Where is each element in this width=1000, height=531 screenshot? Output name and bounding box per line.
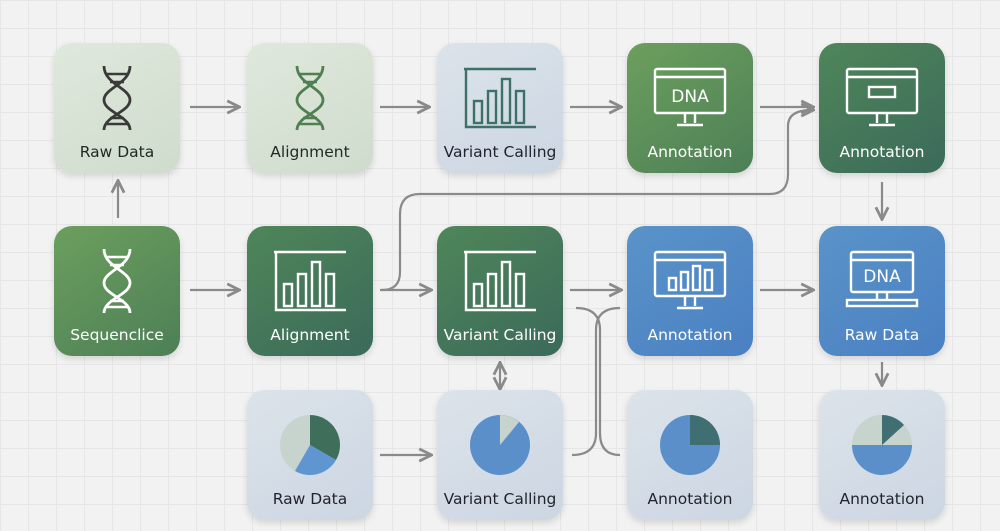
node-annotation[interactable]: Annotation	[819, 43, 945, 173]
node-annotation[interactable]: Annotation	[819, 390, 945, 520]
node-annotation[interactable]: Annotation	[627, 390, 753, 520]
node-label: Alignment	[270, 143, 350, 161]
node-variant-calling[interactable]: Variant Calling	[437, 43, 563, 173]
monitor-chart-icon	[640, 242, 740, 320]
pie-chart-icon	[260, 406, 360, 484]
monitor-icon: DNA	[640, 59, 740, 137]
screen-text: DNA	[671, 87, 709, 107]
arrow-n7-n5	[381, 110, 812, 292]
dna-icon	[67, 242, 167, 320]
screen-text: DNA	[863, 267, 901, 287]
node-label: Variant Calling	[443, 490, 557, 508]
monitor-icon: DNA	[832, 242, 932, 320]
dna-icon	[67, 59, 167, 137]
node-label: Alignment	[270, 326, 350, 344]
node-label: Annotation	[647, 143, 733, 161]
node-sequencing[interactable]: Sequenclice	[54, 226, 180, 356]
node-label: Raw Data	[844, 326, 920, 344]
pie-chart-icon	[832, 406, 932, 484]
connector-n13-n8	[575, 306, 621, 457]
node-alignment[interactable]: Alignment	[247, 226, 373, 356]
node-label: Raw Data	[79, 143, 155, 161]
bar-chart-icon	[260, 242, 360, 320]
node-label: Annotation	[647, 326, 733, 344]
node-annotation[interactable]: Annotation	[627, 226, 753, 356]
node-label: Variant Calling	[443, 143, 557, 161]
node-variant-calling[interactable]: Variant Calling	[437, 390, 563, 520]
node-label: Sequenclice	[70, 326, 164, 344]
node-raw-data[interactable]: Raw Data	[247, 390, 373, 520]
pie-chart-icon	[640, 406, 740, 484]
node-alignment[interactable]: Alignment	[247, 43, 373, 173]
node-label: Annotation	[839, 490, 925, 508]
node-label: Variant Calling	[443, 326, 557, 344]
bar-chart-icon	[450, 59, 550, 137]
node-annotation[interactable]: DNA Annotation	[627, 43, 753, 173]
monitor-icon	[832, 59, 932, 137]
bar-chart-icon	[450, 242, 550, 320]
node-label: Raw Data	[272, 490, 348, 508]
pie-chart-icon	[450, 406, 550, 484]
node-raw-data[interactable]: Raw Data	[54, 43, 180, 173]
node-label: Annotation	[839, 143, 925, 161]
dna-icon	[260, 59, 360, 137]
node-variant-calling[interactable]: Variant Calling	[437, 226, 563, 356]
connector-n12-n13	[571, 306, 621, 457]
node-label: Annotation	[647, 490, 733, 508]
node-raw-data[interactable]: DNA Raw Data	[819, 226, 945, 356]
